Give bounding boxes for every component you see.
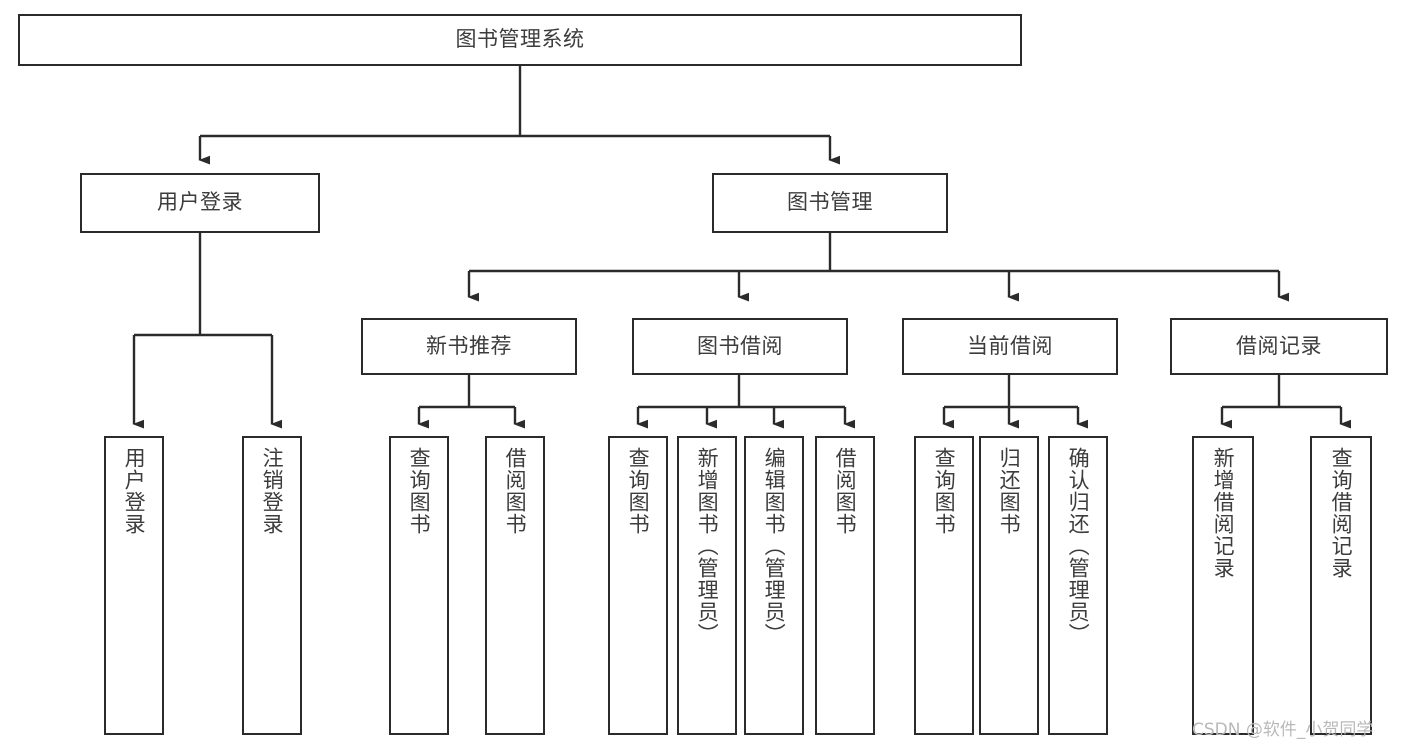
node-book-borrow[interactable]: 图书借阅 bbox=[632, 318, 848, 375]
node-label: 查询图书 bbox=[932, 447, 957, 535]
node-root-book-management-system[interactable]: 图书管理系统 bbox=[18, 14, 1022, 66]
node-label: 归还图书 bbox=[997, 447, 1022, 535]
node-label: 查询借阅记录 bbox=[1329, 447, 1354, 579]
leaf-edit-book-admin[interactable]: 编辑图书（管理员） bbox=[744, 436, 804, 735]
leaf-confirm-return-admin[interactable]: 确认归还（管理员） bbox=[1048, 436, 1108, 735]
node-label: 查询图书 bbox=[626, 447, 651, 535]
node-label: 新增借阅记录 bbox=[1211, 447, 1236, 579]
leaf-query-book-borrow[interactable]: 查询图书 bbox=[608, 436, 668, 735]
node-current-borrow[interactable]: 当前借阅 bbox=[902, 318, 1118, 375]
node-label: 查询图书 bbox=[407, 447, 432, 535]
node-label: 确认归还（管理员） bbox=[1066, 447, 1091, 645]
node-label: 图书管理 bbox=[787, 190, 873, 215]
leaf-query-book-current[interactable]: 查询图书 bbox=[914, 436, 974, 735]
leaf-borrow-book-borrow[interactable]: 借阅图书 bbox=[815, 436, 875, 735]
node-label: 图书管理系统 bbox=[455, 27, 585, 52]
node-book-manage[interactable]: 图书管理 bbox=[712, 173, 948, 233]
node-new-book-recommend[interactable]: 新书推荐 bbox=[361, 318, 577, 375]
leaf-add-book-admin[interactable]: 新增图书（管理员） bbox=[677, 436, 737, 735]
node-label: 借阅图书 bbox=[833, 447, 858, 535]
leaf-user-login[interactable]: 用户登录 bbox=[104, 436, 164, 735]
leaf-query-book-recommend[interactable]: 查询图书 bbox=[389, 436, 449, 735]
node-label: 编辑图书（管理员） bbox=[762, 447, 787, 645]
node-label: 用户登录 bbox=[157, 190, 243, 215]
leaf-add-borrow-record[interactable]: 新增借阅记录 bbox=[1192, 436, 1254, 735]
node-label: 借阅记录 bbox=[1236, 333, 1322, 358]
leaf-logout-login[interactable]: 注销登录 bbox=[242, 436, 302, 735]
node-label: 当前借阅 bbox=[967, 333, 1053, 358]
node-label: 借阅图书 bbox=[503, 447, 528, 535]
node-label: 图书借阅 bbox=[697, 333, 783, 358]
node-label: 用户登录 bbox=[122, 447, 147, 535]
leaf-borrow-book-recommend[interactable]: 借阅图书 bbox=[485, 436, 545, 735]
node-label: 新书推荐 bbox=[426, 333, 512, 358]
csdn-watermark: CSDN @软件_小贺同学 bbox=[1192, 720, 1374, 740]
node-label: 新增图书（管理员） bbox=[695, 447, 720, 645]
leaf-return-book[interactable]: 归还图书 bbox=[979, 436, 1039, 735]
node-borrow-record[interactable]: 借阅记录 bbox=[1170, 318, 1388, 375]
leaf-query-borrow-record[interactable]: 查询借阅记录 bbox=[1310, 436, 1372, 735]
node-label: 注销登录 bbox=[260, 447, 285, 535]
node-user-login[interactable]: 用户登录 bbox=[80, 173, 320, 233]
